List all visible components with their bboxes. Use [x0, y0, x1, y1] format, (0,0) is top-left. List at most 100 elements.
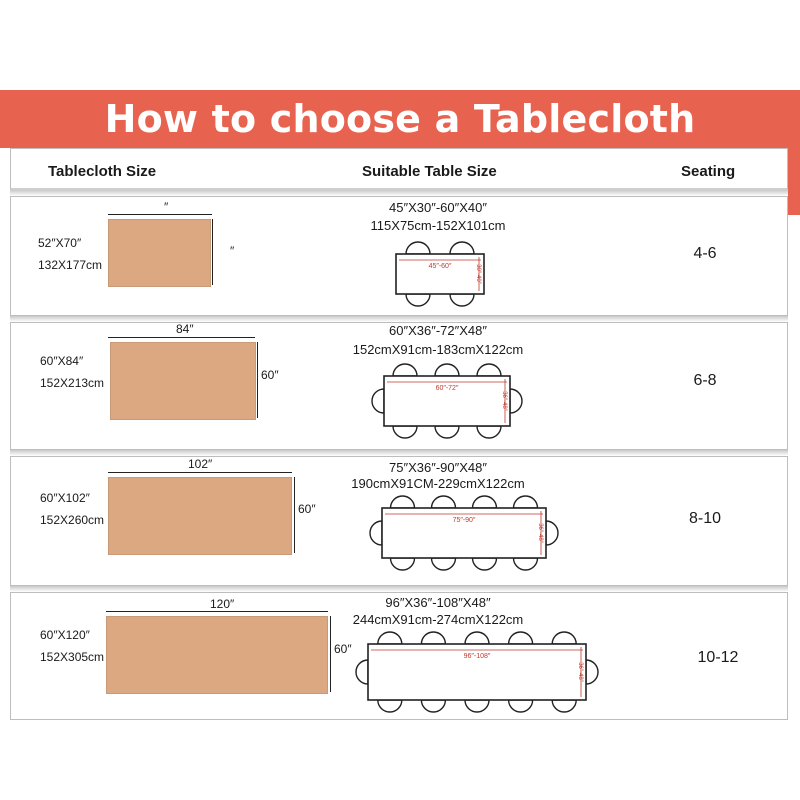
chair-icon — [389, 495, 416, 509]
cloth-size-cm: 152X213cm — [40, 376, 105, 390]
tablecloth-swatch — [108, 219, 211, 287]
chair-icon — [449, 241, 475, 255]
seating-count: 8-10 — [688, 510, 722, 527]
table-size-inches: 75″X36″-90″X48″ — [389, 460, 487, 475]
cloth-size-label: 52″X70″ 132X177cm — [38, 232, 102, 276]
table-width-label: 36″-48″ — [537, 523, 543, 543]
table-length-label: 60″-72″ — [436, 385, 459, 392]
chair-icon — [392, 363, 418, 377]
table-top — [367, 643, 587, 701]
length-dimension-line — [108, 214, 212, 215]
table-size-cm: 190cmX91CM-229cmX122cm — [351, 476, 525, 491]
width-dimension-line — [294, 477, 295, 553]
cloth-size-cm: 132X177cm — [38, 258, 103, 272]
header-seating: Seating — [681, 163, 736, 180]
chair-icon — [434, 425, 460, 439]
width-dimension-line — [212, 219, 213, 285]
chair-icon — [420, 631, 447, 645]
table-size-inches: 60″X36″-72″X48″ — [389, 323, 487, 338]
table-top — [381, 507, 547, 559]
header-suitable-table-size: Suitable Table Size — [362, 163, 497, 180]
seating-count: 4-6 — [693, 245, 717, 262]
banner-edge — [788, 148, 800, 215]
chair-icon — [377, 631, 403, 645]
chair-icon — [371, 388, 385, 414]
tablecloth-swatch — [106, 616, 328, 694]
chair-icon — [355, 659, 369, 685]
chair-icon — [476, 363, 502, 377]
tablecloth-swatch — [110, 342, 256, 420]
table-header: Tablecloth Size Suitable Table Size Seat… — [10, 148, 788, 190]
row-divider — [10, 450, 788, 456]
chair-icon — [389, 557, 416, 571]
chair-icon — [509, 388, 523, 414]
width-label: 60″ — [334, 642, 352, 656]
cloth-size-inches: 60″X102″ — [40, 491, 90, 505]
seating-count: 10-12 — [697, 649, 739, 666]
page-title: How to choose a Tablecloth — [104, 97, 696, 141]
table-size-cm: 152cmX91cm-183cmX122cm — [352, 342, 524, 357]
width-dimension-line — [330, 616, 331, 692]
title-banner: How to choose a Tablecloth — [0, 90, 800, 148]
chair-icon — [507, 631, 534, 645]
table-size-inches: 45″X30″-60″X40″ — [389, 200, 487, 215]
chair-icon — [471, 495, 498, 509]
chair-icon — [512, 495, 539, 509]
length-label: 102″ — [188, 457, 213, 471]
table-top — [383, 375, 511, 427]
chair-icon — [585, 659, 599, 685]
cloth-size-label: 60″X84″ 152X213cm — [40, 350, 104, 394]
chair-icon — [430, 495, 457, 509]
chair-icon — [392, 425, 418, 439]
row-divider — [10, 586, 788, 592]
chair-icon — [507, 699, 534, 713]
table-length-label: 96″-108″ — [464, 653, 491, 660]
cloth-size-label: 60″X102″ 152X260cm — [40, 487, 104, 531]
chair-icon — [551, 631, 577, 645]
chair-icon — [405, 241, 431, 255]
chair-icon — [476, 425, 502, 439]
cloth-size-cm: 152X305cm — [40, 650, 105, 664]
length-label: 120″ — [210, 597, 235, 611]
row-divider — [10, 190, 788, 196]
cloth-size-inches: 60″X120″ — [40, 628, 90, 642]
header-tablecloth-size: Tablecloth Size — [48, 163, 157, 180]
chair-icon — [545, 520, 559, 546]
width-label: 60″ — [298, 502, 316, 516]
chair-icon — [464, 631, 490, 645]
tablecloth-swatch — [108, 477, 292, 555]
cloth-size-label: 60″X120″ 152X305cm — [40, 624, 104, 668]
table-width-label: 36″-48″ — [501, 391, 507, 411]
chair-icon — [512, 557, 539, 571]
table-length-label: 45″-60″ — [429, 263, 452, 270]
width-label: ″ — [230, 244, 235, 258]
chair-icon — [464, 699, 490, 713]
table-diagram: 60″-72″ 36″-48″ — [371, 363, 523, 439]
table-size-inches: 96″X36″-108″X48″ — [385, 595, 491, 610]
length-dimension-line — [108, 337, 255, 338]
chair-icon — [471, 557, 498, 571]
table-diagram: 45″-60″ 30″-40″ — [395, 241, 485, 307]
chair-icon — [369, 520, 383, 546]
seating-count: 6-8 — [693, 372, 717, 389]
chair-icon — [430, 557, 457, 571]
cloth-size-inches: 60″X84″ — [40, 354, 84, 368]
table-top — [395, 253, 485, 295]
chair-icon — [405, 293, 431, 307]
length-label: 84″ — [176, 322, 194, 336]
chair-icon — [377, 699, 403, 713]
width-dimension-line — [257, 342, 258, 418]
width-label: 60″ — [261, 368, 279, 382]
table-size-cm: 115X75cm-152X101cm — [370, 218, 506, 233]
length-dimension-line — [106, 611, 328, 612]
length-label: ″ — [164, 200, 169, 214]
chair-icon — [420, 699, 447, 713]
chair-icon — [434, 363, 460, 377]
table-diagram: 96″-108″ 36″-48″ — [355, 631, 599, 713]
table-size-cm: 244cmX91cm-274cmX122cm — [352, 612, 524, 627]
chair-icon — [551, 699, 577, 713]
cloth-size-cm: 152X260cm — [40, 513, 105, 527]
table-length-label: 75″-90″ — [453, 517, 476, 524]
table-width-label: 36″-48″ — [577, 662, 583, 682]
table-width-label: 30″-40″ — [475, 264, 481, 284]
